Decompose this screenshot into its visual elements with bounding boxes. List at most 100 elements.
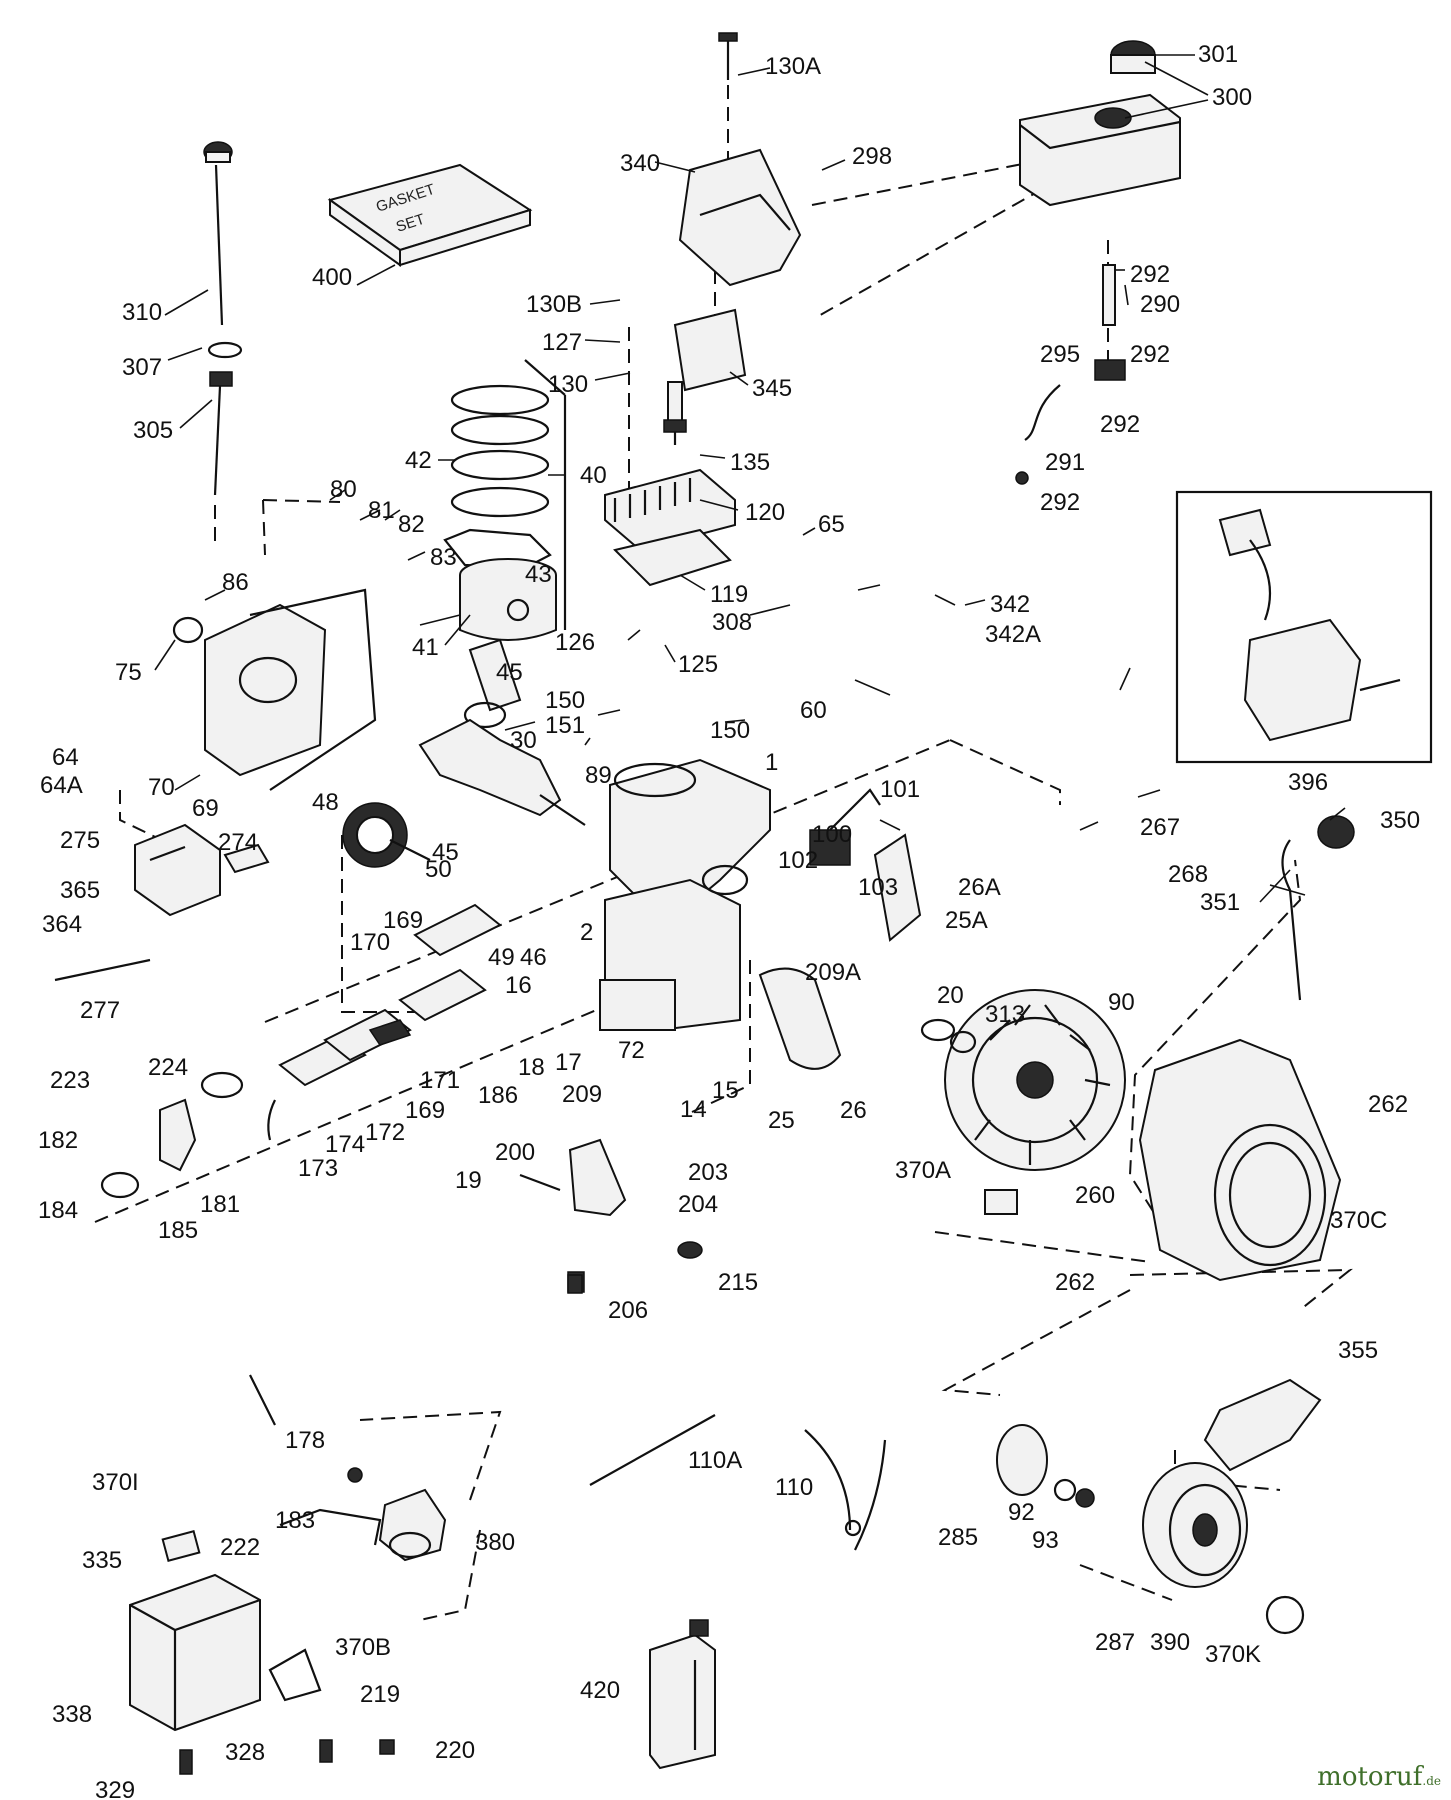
intake-elbow: [100, 1071, 244, 1199]
callout-169-a: 169: [383, 907, 423, 934]
watermark-suffix: .de: [1422, 1774, 1441, 1788]
callout-268: 268: [1168, 861, 1208, 888]
callout-72: 72: [618, 1037, 645, 1064]
callout-183: 183: [275, 1507, 315, 1534]
callout-174: 174: [325, 1131, 365, 1158]
callout-215: 215: [718, 1269, 758, 1296]
callout-267: 267: [1140, 814, 1180, 841]
callout-204: 204: [678, 1191, 718, 1218]
callout-206: 206: [608, 1297, 648, 1324]
callout-262-b: 262: [1055, 1269, 1095, 1296]
callout-64A: 64A: [40, 772, 83, 799]
callout-42: 42: [405, 447, 432, 474]
callout-103: 103: [858, 874, 898, 901]
callout-277: 277: [80, 997, 120, 1024]
callout-275: 275: [60, 827, 100, 854]
callout-64: 64: [52, 744, 79, 771]
callout-370C: 370C: [1330, 1207, 1387, 1234]
callout-45-b: 45: [432, 839, 459, 866]
callout-350: 350: [1380, 807, 1420, 834]
callout-310: 310: [122, 299, 162, 326]
callout-40: 40: [580, 462, 607, 489]
callout-298: 298: [852, 143, 892, 170]
callout-101: 101: [880, 776, 920, 803]
air-baffle: [758, 967, 842, 1070]
callout-1: 1: [765, 749, 778, 776]
callout-295: 295: [1040, 341, 1080, 368]
callout-86: 86: [222, 569, 249, 596]
callout-338: 338: [52, 1701, 92, 1728]
fuel-line: [1015, 264, 1126, 485]
callout-18: 18: [518, 1054, 545, 1081]
cylinder-head: [604, 468, 736, 587]
fuel-tank: [1019, 40, 1181, 207]
callout-340: 340: [620, 150, 660, 177]
callout-173: 173: [298, 1155, 338, 1182]
dipstick: [203, 141, 243, 496]
callout-150-a: 150: [545, 687, 585, 714]
callout-49: 49: [488, 944, 515, 971]
callout-130: 130: [548, 371, 588, 398]
callout-200: 200: [495, 1139, 535, 1166]
recoil-starter: [996, 1378, 1322, 1635]
callout-308: 308: [712, 609, 752, 636]
intake-gaskets: [267, 903, 502, 1141]
watermark-text: motoruf: [1317, 1762, 1423, 1792]
callout-82: 82: [398, 511, 425, 538]
camshaft-gear: [342, 802, 431, 868]
part-number-labels: 130A 301 300 340 298 400 310 307 305 292…: [38, 41, 1420, 1800]
callout-150-b: 150: [710, 717, 750, 744]
blower-housing: [984, 1038, 1342, 1282]
callout-130B: 130B: [526, 291, 582, 318]
oil-bottle: [649, 1619, 716, 1770]
callout-120: 120: [745, 499, 785, 526]
callout-26: 26: [840, 1097, 867, 1124]
callout-355: 355: [1338, 1337, 1378, 1364]
callout-25A: 25A: [945, 907, 988, 934]
callout-181: 181: [200, 1191, 240, 1218]
callout-219: 219: [360, 1681, 400, 1708]
callout-92: 92: [1008, 1499, 1035, 1526]
flywheel: [920, 989, 1126, 1171]
callout-100: 100: [812, 821, 852, 848]
callout-19: 19: [455, 1167, 482, 1194]
callout-127: 127: [542, 329, 582, 356]
callout-291: 291: [1045, 449, 1085, 476]
callout-262-a: 262: [1368, 1091, 1408, 1118]
callout-305: 305: [133, 417, 173, 444]
callout-69: 69: [192, 795, 219, 822]
callout-178: 178: [285, 1427, 325, 1454]
callout-20: 20: [937, 982, 964, 1009]
muffler: [54, 823, 270, 982]
callout-364: 364: [42, 911, 82, 938]
callout-287: 287: [1095, 1629, 1135, 1656]
small-hardware: [179, 1274, 583, 1775]
baffle-plate: [873, 833, 922, 942]
callout-307: 307: [122, 354, 162, 381]
site-watermark: motoruf.de: [1317, 1762, 1441, 1792]
blower-shield: [678, 32, 802, 287]
callout-396: 396: [1288, 769, 1328, 796]
callout-335: 335: [82, 1547, 122, 1574]
callout-390: 390: [1150, 1629, 1190, 1656]
carburetor: [347, 1467, 447, 1562]
callout-70: 70: [148, 774, 175, 801]
callout-102: 102: [778, 847, 818, 874]
callout-329: 329: [95, 1777, 135, 1800]
callout-171: 171: [420, 1067, 460, 1094]
callout-292-a: 292: [1130, 261, 1170, 288]
callout-50: 50: [425, 856, 452, 883]
callout-30: 30: [510, 727, 537, 754]
callout-110A: 110A: [688, 1447, 742, 1474]
gasket-set-box: GASKET SET: [327, 163, 533, 267]
piston-rings: [443, 359, 567, 630]
callout-65: 65: [818, 511, 845, 538]
callout-151: 151: [545, 712, 585, 739]
wire-harness: [589, 1414, 887, 1551]
callout-370I: 370I: [92, 1469, 139, 1496]
callout-380: 380: [475, 1529, 515, 1556]
callout-260: 260: [1075, 1182, 1115, 1209]
callout-15: 15: [712, 1077, 739, 1104]
air-cleaner: [129, 1508, 382, 1732]
callout-125: 125: [678, 651, 718, 678]
